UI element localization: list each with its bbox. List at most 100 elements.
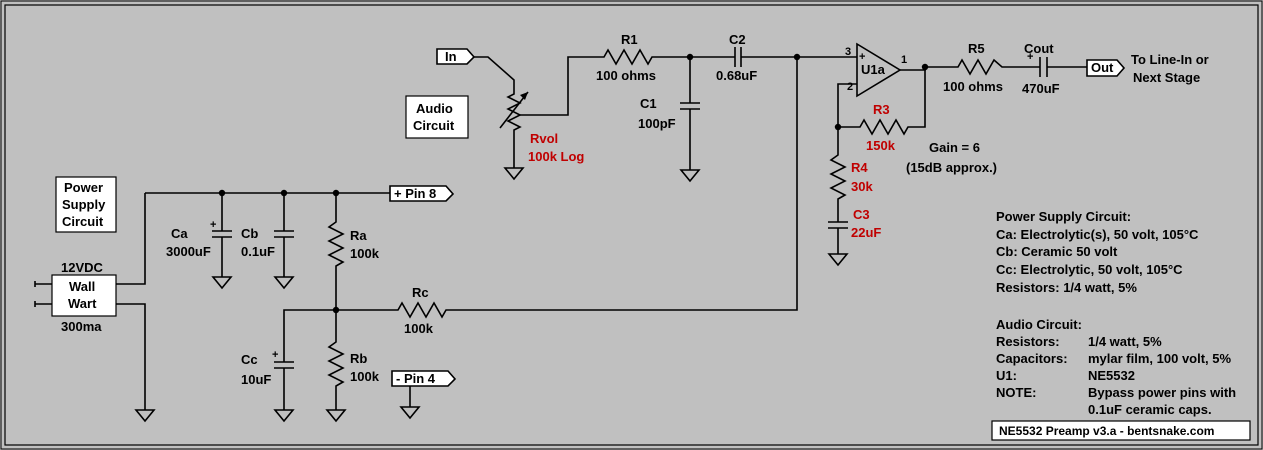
cout-name: Cout [1024, 41, 1054, 56]
r4-name: R4 [851, 160, 868, 175]
cout-capacitor [1032, 57, 1087, 77]
pin4-port: - Pin 4 [391, 370, 457, 420]
audio-box-line-1: Audio [416, 101, 453, 116]
ra-value: 100k [350, 246, 380, 261]
r4-resistor [829, 127, 847, 222]
power-box-line-1: Power [64, 180, 103, 195]
ac-cap-key: Capacitors: [996, 351, 1068, 366]
cb-capacitor [274, 193, 294, 277]
c1-value: 100pF [638, 116, 676, 131]
pin8-label: + Pin 8 [394, 186, 436, 201]
r3-resistor [838, 67, 926, 136]
ca-plus-sign: + [210, 219, 216, 231]
r4-value: 30k [851, 179, 873, 194]
ps-cb-note: Cb: Ceramic 50 volt [996, 244, 1118, 259]
cc-capacitor [274, 309, 336, 410]
c2-capacitor [690, 47, 797, 67]
cb-value: 0.1uF [241, 244, 275, 259]
wart-bottom-label: 300ma [61, 319, 102, 334]
ps-ca-note: Ca: Electrolytic(s), 50 volt, 105°C [996, 227, 1199, 242]
wart-line-1: Wall [69, 279, 95, 294]
ca-capacitor [212, 193, 232, 277]
ac-note-key: NOTE: [996, 385, 1036, 400]
in-port: In [436, 48, 476, 65]
ground-symbol-cb [273, 276, 295, 290]
op-amp-u1a [856, 42, 902, 98]
pin8-port: + Pin 8 [389, 185, 455, 202]
out-port-label: Out [1091, 60, 1114, 75]
ac-title: Audio Circuit: [996, 317, 1082, 332]
r5-value: 100 ohms [943, 79, 1003, 94]
rvol-potentiometer [499, 88, 529, 168]
u1-name: U1a [861, 62, 886, 77]
wart-top-label: 12VDC [61, 260, 104, 275]
power-box-line-2: Supply [62, 197, 106, 212]
cout-value: 470uF [1022, 81, 1060, 96]
rb-value: 100k [350, 369, 380, 384]
ground-symbol-cc [273, 409, 295, 423]
ps-title: Power Supply Circuit: [996, 209, 1131, 224]
r3-name: R3 [873, 102, 890, 117]
next-stage-label: Next Stage [1133, 70, 1200, 85]
footer-label: NE5532 Preamp v3.a - bentsnake.com [999, 424, 1214, 438]
c3-capacitor [828, 221, 848, 254]
cc-name: Cc [241, 352, 258, 367]
wart-line-2: Wart [68, 296, 97, 311]
gain-line-1: Gain = 6 [929, 140, 980, 155]
power-supply-box [55, 176, 117, 233]
c1-capacitor [680, 57, 700, 170]
r1-name: R1 [621, 32, 638, 47]
ac-cap-value: mylar film, 100 volt, 5% [1088, 351, 1232, 366]
pin2-label: 2 [847, 81, 853, 93]
cb-name: Cb [241, 226, 258, 241]
r3-value: 150k [866, 138, 896, 153]
wire-inv [837, 83, 857, 127]
c2-name: C2 [729, 32, 746, 47]
rvol-value: 100k Log [528, 149, 584, 164]
cout-plus-sign: + [1027, 51, 1033, 63]
notes-block: Power Supply Circuit: Ca: Electrolytic(s… [996, 209, 1236, 417]
c2-value: 0.68uF [716, 68, 757, 83]
r1-resistor [590, 48, 690, 66]
ground-symbol-rvol [503, 167, 525, 181]
ac-note-line-1: Bypass power pins with [1088, 385, 1236, 400]
ca-value: 3000uF [166, 244, 211, 259]
ac-u1-value: NE5532 [1088, 368, 1135, 383]
power-box-line-3: Circuit [62, 214, 104, 229]
footer-box [991, 420, 1251, 441]
ps-res-note: Resistors: 1/4 watt, 5% [996, 280, 1137, 295]
ground-symbol-c1 [679, 169, 701, 183]
out-port: Out [1086, 59, 1126, 77]
inner-border [4, 4, 1259, 446]
ra-resistor [327, 193, 345, 310]
rvol-name: Rvol [530, 131, 558, 146]
pin1-label: 1 [901, 54, 907, 66]
rb-name: Rb [350, 351, 367, 366]
pin4-label: - Pin 4 [396, 371, 436, 386]
rc-resistor [336, 57, 798, 319]
ac-note-line-2: 0.1uF ceramic caps. [1088, 402, 1212, 417]
ac-res-value: 1/4 watt, 5% [1088, 334, 1162, 349]
wall-wart [34, 193, 146, 410]
rb-resistor [327, 310, 345, 410]
r1-value: 100 ohms [596, 68, 656, 83]
plus-sign: + [859, 51, 865, 63]
ground-symbol-rb [325, 409, 347, 423]
to-line-in-label: To Line-In or [1131, 52, 1209, 67]
ps-cc-note: Cc: Electrolytic, 50 volt, 105°C [996, 262, 1183, 277]
gain-line-2: (15dB approx.) [906, 160, 997, 175]
rc-name: Rc [412, 285, 429, 300]
wire-in [474, 56, 515, 88]
c3-name: C3 [853, 207, 870, 222]
audio-box-line-2: Circuit [413, 118, 455, 133]
audio-circuit-box [405, 95, 469, 139]
c3-value: 22uF [851, 225, 881, 240]
cc-plus-sign: + [272, 349, 278, 361]
pin3-label: 3 [845, 46, 851, 58]
ca-name: Ca [171, 226, 188, 241]
ra-name: Ra [350, 228, 367, 243]
wire-wiper [519, 56, 590, 116]
